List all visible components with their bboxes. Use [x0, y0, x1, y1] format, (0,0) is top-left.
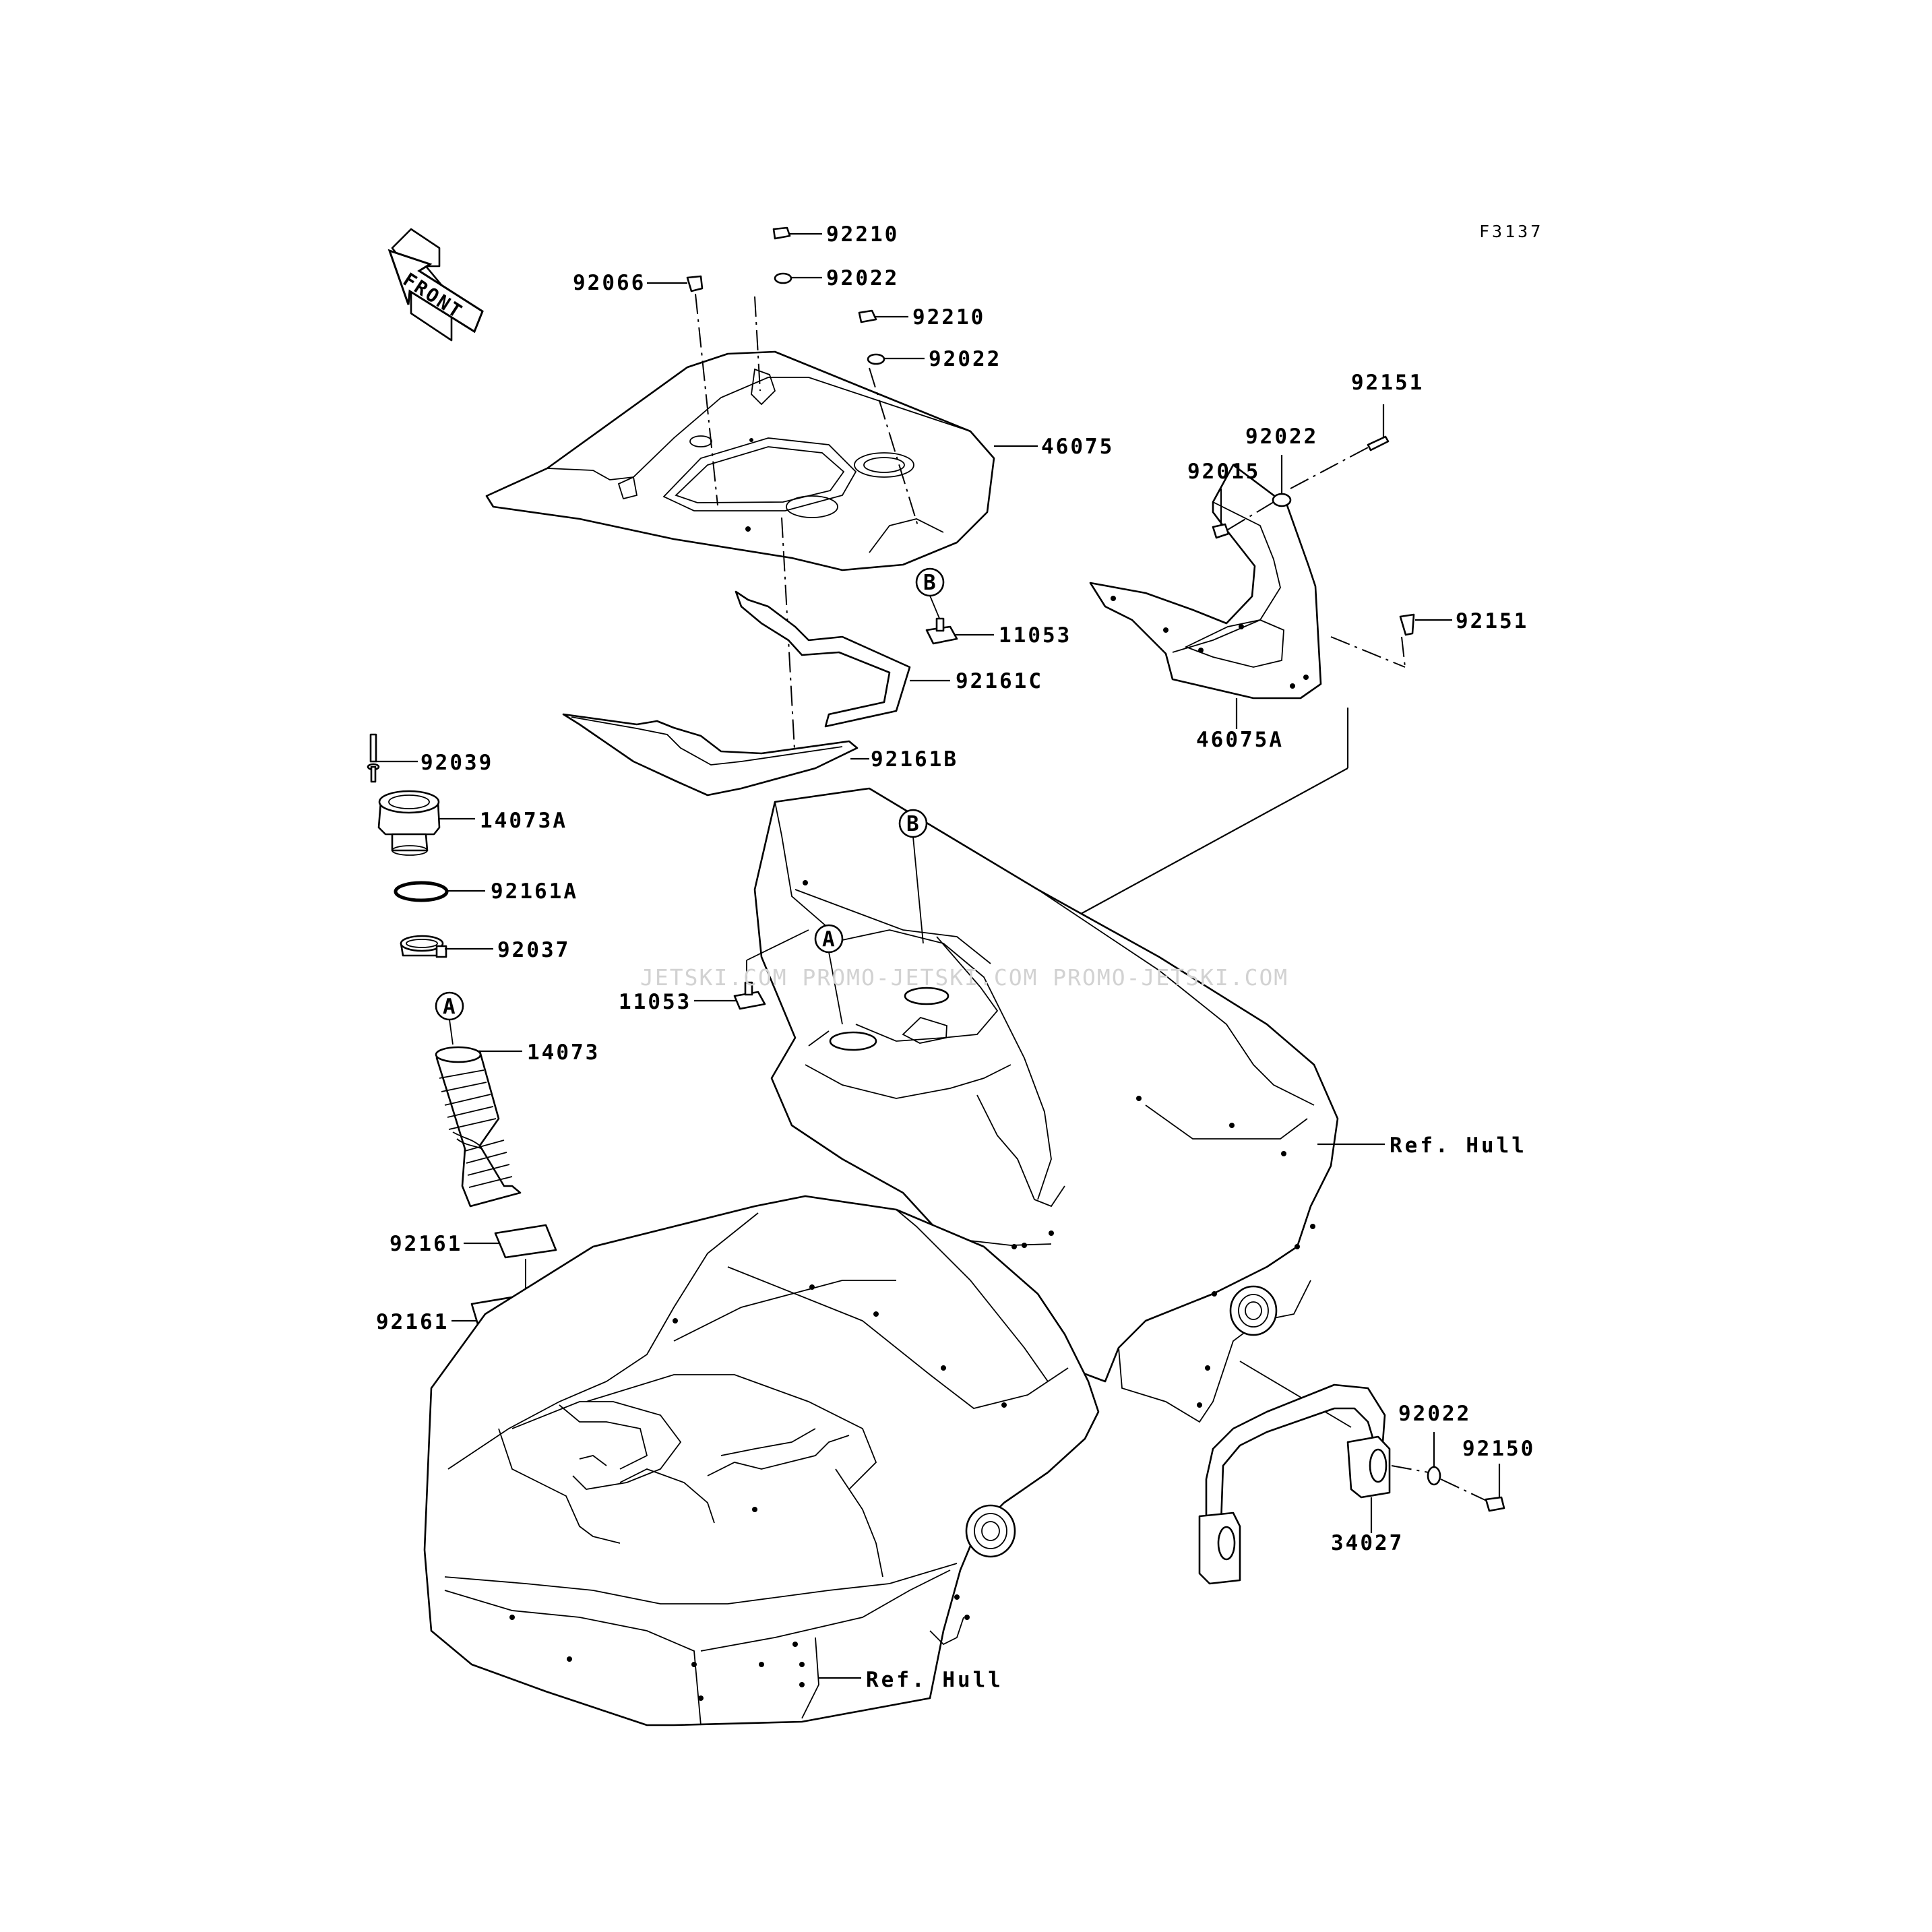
marker-b-hull-label: B [906, 812, 921, 836]
marker-b-hull: B [898, 809, 928, 838]
part-92022-bottom-washer [1427, 1466, 1441, 1486]
figure-code: F3137 [1479, 222, 1543, 241]
part-11053-upper-clip [925, 617, 958, 645]
marker-b-upper: B [915, 567, 945, 597]
part-92039-pin [367, 733, 380, 783]
watermark: JETSKI.COM PROMO-JETSKI.COM PROMO-JETSKI… [640, 964, 1288, 991]
part-92210-top-nut [772, 226, 791, 240]
part-92151-top-bolt [1367, 435, 1390, 451]
callout-ref-hull-lower: Ref. Hull [866, 1668, 1003, 1692]
marker-a-hull-label: A [822, 927, 837, 952]
callout-92161C: 92161C [956, 669, 1043, 693]
callout-11053-upper: 11053 [999, 623, 1071, 648]
callout-92161-a: 92161 [389, 1232, 462, 1256]
callout-11053-lower: 11053 [619, 990, 691, 1014]
callout-92151-right: 92151 [1456, 609, 1528, 633]
callout-92161A: 92161A [491, 879, 578, 904]
callout-92151-top: 92151 [1351, 371, 1424, 395]
marker-a-hull: A [814, 924, 844, 954]
callout-46075: 46075 [1041, 435, 1114, 459]
marker-b-upper-label: B [923, 571, 938, 595]
front-arrow-icon: FRONT [387, 228, 484, 342]
callout-92037: 92037 [497, 938, 570, 962]
callout-14073: 14073 [527, 1040, 600, 1065]
callout-92022-bottom: 92022 [1398, 1402, 1471, 1426]
callout-92022-mid: 92022 [929, 347, 1001, 371]
callout-92150: 92150 [1462, 1437, 1535, 1461]
callout-92022-right: 92022 [1245, 425, 1318, 449]
part-11053-lower-clip [733, 981, 766, 1010]
part-92022-right-washer [1272, 493, 1292, 507]
part-92161-pad-a [494, 1224, 557, 1259]
callout-92066: 92066 [573, 271, 646, 295]
part-46075-cover [485, 350, 995, 571]
callout-14073A: 14073A [480, 809, 567, 833]
part-14073A-fitting [377, 790, 441, 856]
part-92015-nut [1212, 523, 1230, 539]
callout-ref-hull-upper: Ref. Hull [1390, 1133, 1527, 1158]
part-92037-clamp [400, 935, 447, 958]
callout-92161B: 92161B [871, 747, 958, 772]
lower-hull [423, 1195, 1100, 1726]
part-92161B-gasket [562, 713, 859, 797]
part-92066-screw [686, 275, 704, 292]
part-92161C-gasket [735, 590, 911, 728]
callout-34027: 34027 [1331, 1531, 1404, 1555]
part-92022-mid-washer [867, 353, 885, 365]
upper-hull [753, 787, 1339, 1423]
part-92161A-oring [394, 881, 449, 902]
part-14073-hose [435, 1046, 522, 1208]
part-92151-right-bolt [1399, 613, 1415, 636]
callout-92022-top: 92022 [826, 266, 899, 290]
callout-46075A: 46075A [1196, 728, 1284, 752]
part-92150-bolt [1485, 1496, 1505, 1512]
callout-92161-b: 92161 [376, 1310, 449, 1334]
part-92210-mid-nut [858, 309, 877, 323]
part-92022-top-washer [774, 272, 792, 284]
marker-a-hose-label: A [443, 995, 458, 1019]
part-34027-handle [1198, 1383, 1391, 1585]
callout-92210-mid: 92210 [912, 305, 985, 330]
callout-92015: 92015 [1187, 460, 1260, 484]
callout-92210-top: 92210 [826, 222, 899, 247]
callout-92039: 92039 [420, 751, 493, 775]
marker-a-hose: A [435, 991, 464, 1021]
